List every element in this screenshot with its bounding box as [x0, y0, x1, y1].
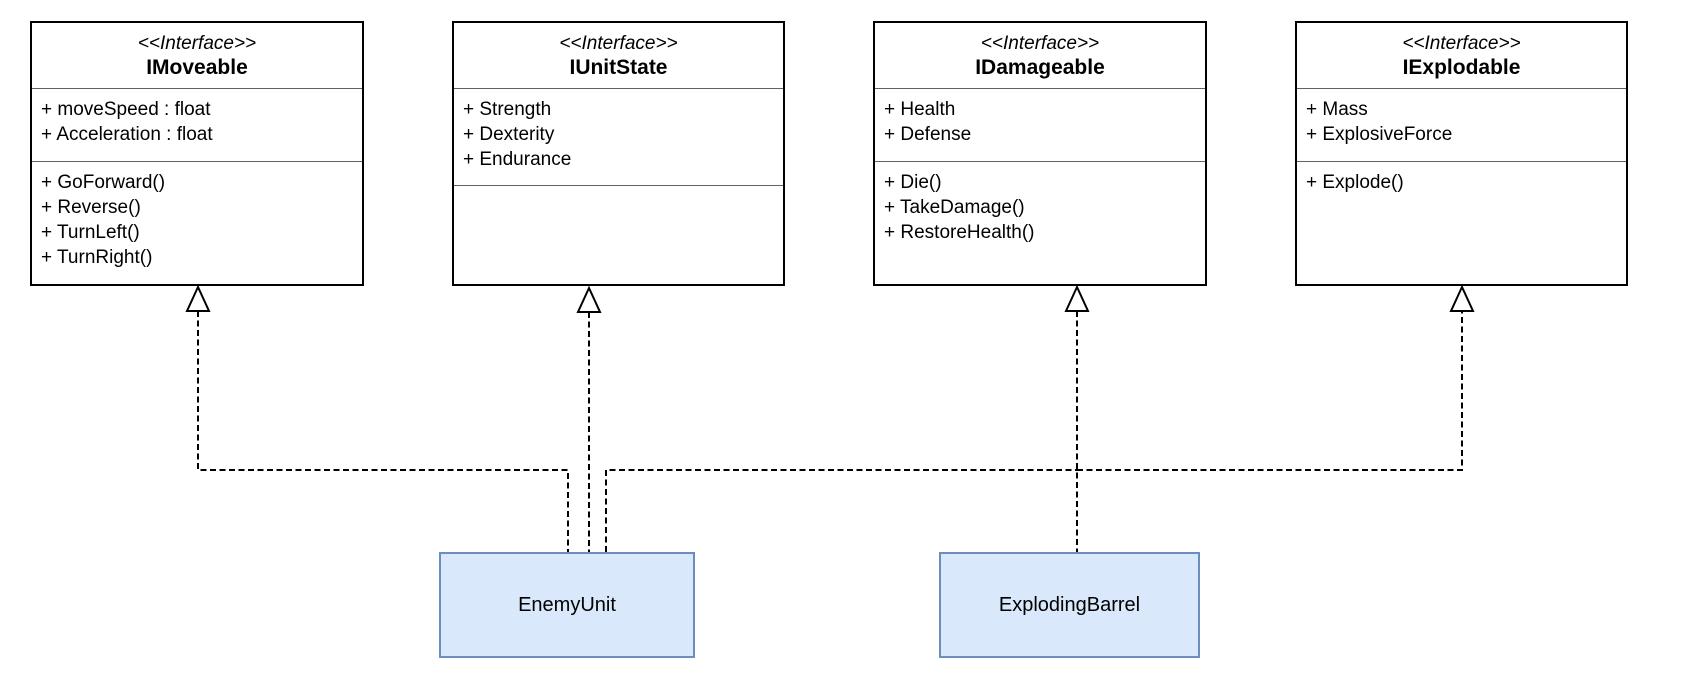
method-item: + TurnLeft()	[41, 222, 140, 243]
method-item: + GoForward()	[41, 172, 166, 193]
realization-arrowhead-imoveable	[185, 284, 211, 312]
method-item: + Explode()	[1306, 172, 1404, 193]
method-item: + TurnRight()	[41, 247, 153, 268]
interface-header: <<Interface>> IUnitState	[454, 23, 783, 89]
class-name-label: EnemyUnit	[518, 593, 616, 616]
class-node-enemyunit[interactable]: EnemyUnit	[439, 552, 695, 658]
attributes-section: + moveSpeed : float + Acceleration : flo…	[32, 89, 362, 162]
attribute-item: + Health	[884, 99, 956, 120]
stereotype-label: <<Interface>>	[980, 32, 1100, 54]
realization-edge-enemyunit-idamageable	[605, 469, 1077, 552]
methods-section: + Explode()	[1297, 162, 1626, 284]
attributes-section: + Health + Defense	[875, 89, 1205, 162]
interface-name-label: IDamageable	[975, 55, 1105, 79]
method-item: + RestoreHealth()	[884, 222, 1035, 243]
class-node-explodingbarrel[interactable]: ExplodingBarrel	[939, 552, 1200, 658]
attributes-section: + Strength + Dexterity + Endurance	[454, 89, 783, 186]
realization-arrowhead-iexplodable	[1449, 284, 1475, 312]
methods-section	[454, 186, 783, 284]
attribute-item: + Dexterity	[463, 124, 555, 145]
attribute-item: + Acceleration : float	[41, 124, 213, 145]
attributes-section: + Mass + ExplosiveForce	[1297, 89, 1626, 162]
realization-edge-explodingbarrel-iexplodable	[1077, 311, 1463, 471]
method-item: + Die()	[884, 172, 942, 193]
interface-header: <<Interface>> IMoveable	[32, 23, 362, 89]
stereotype-label: <<Interface>>	[559, 32, 678, 54]
methods-section: + Die() + TakeDamage() + RestoreHealth()	[875, 162, 1205, 284]
attribute-item: + Defense	[884, 124, 972, 145]
interface-name-label: IUnitState	[569, 55, 668, 79]
methods-section: + GoForward() + Reverse() + TurnLeft() +…	[32, 162, 362, 284]
attribute-item: + moveSpeed : float	[41, 99, 211, 120]
realization-arrowhead-iunitstate	[576, 285, 602, 313]
realization-edge-enemyunit-imoveable	[197, 311, 569, 552]
attribute-item: + ExplosiveForce	[1306, 124, 1453, 145]
realization-arrowhead-idamageable	[1064, 284, 1090, 312]
interface-node-imoveable[interactable]: <<Interface>> IMoveable + moveSpeed : fl…	[30, 21, 364, 286]
attribute-item: + Strength	[463, 99, 552, 120]
method-item: + Reverse()	[41, 197, 141, 218]
interface-name-label: IMoveable	[146, 55, 248, 79]
interface-header: <<Interface>> IDamageable	[875, 23, 1205, 89]
method-item: + TakeDamage()	[884, 197, 1025, 218]
interface-node-iunitstate[interactable]: <<Interface>> IUnitState + Strength + De…	[452, 21, 785, 286]
interface-name-label: IExplodable	[1402, 55, 1521, 79]
attribute-item: + Endurance	[463, 149, 572, 170]
stereotype-label: <<Interface>>	[1402, 32, 1521, 54]
stereotype-label: <<Interface>>	[137, 32, 257, 54]
interface-node-iexplodable[interactable]: <<Interface>> IExplodable + Mass + Explo…	[1295, 21, 1628, 286]
attribute-item: + Mass	[1306, 99, 1368, 120]
interface-header: <<Interface>> IExplodable	[1297, 23, 1626, 89]
interface-node-idamageable[interactable]: <<Interface>> IDamageable + Health + Def…	[873, 21, 1207, 286]
class-name-label: ExplodingBarrel	[998, 593, 1141, 616]
